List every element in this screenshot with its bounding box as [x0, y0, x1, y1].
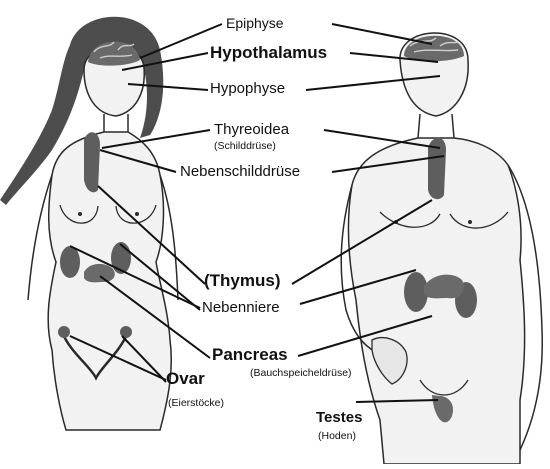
label-testes: Testes [316, 410, 362, 425]
label-epiphyse: Epiphyse [226, 16, 284, 30]
female-kidney-left [60, 246, 80, 278]
label-hoden: (Hoden) [318, 431, 356, 442]
label-hypothalamus: Hypothalamus [210, 44, 327, 61]
label-ovar: Ovar [166, 370, 205, 387]
female-torso [48, 132, 171, 430]
label-eierstoecke: (Eierstöcke) [168, 398, 224, 409]
female-kidney-right [111, 242, 131, 274]
label-bauchspeicheldruese: (Bauchspeicheldrüse) [250, 368, 352, 379]
label-nebenniere: Nebenniere [202, 300, 280, 315]
female-ovary-left [58, 326, 70, 338]
label-pancreas: Pancreas [212, 346, 288, 363]
label-hypophyse: Hypophyse [210, 81, 285, 96]
label-schilddruese: (Schilddrüse) [214, 141, 276, 152]
female-thyroid [84, 132, 100, 192]
label-thyreoidea: Thyreoidea [214, 122, 289, 137]
male-figure [341, 33, 542, 464]
label-nebenschilddruese: Nebenschilddrüse [180, 164, 300, 179]
label-thymus: (Thymus) [204, 272, 281, 289]
